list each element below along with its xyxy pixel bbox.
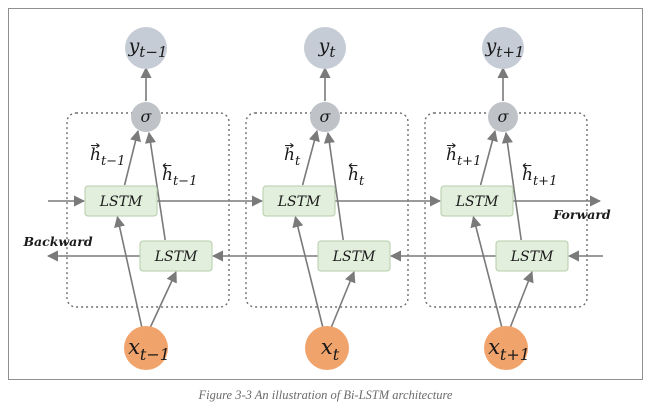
backward-state-label-1: ht−1 [162, 165, 197, 189]
input-label-3: xt+1 [488, 335, 530, 364]
output-node-1 [125, 27, 167, 69]
backward-to-sigma-arrow-3 [501, 131, 522, 241]
forward-lstm-cell-2 [262, 185, 336, 217]
sigma-label-3: σ [498, 107, 510, 126]
backward-to-sigma-arrow-2 [323, 131, 344, 241]
input-to-backward-arrow-1 [149, 270, 177, 329]
sigma-node-1 [131, 102, 161, 132]
sigma-node-2 [310, 102, 340, 132]
backward-direction-label: Backward [22, 234, 92, 249]
input-to-forward-arrow-2 [292, 215, 324, 329]
sigma-node-3 [488, 102, 518, 132]
forward-lstm-label-3: LSTM [455, 194, 499, 210]
sigma-label-2: σ [320, 107, 332, 126]
forward-lstm-label-1: LSTM [99, 194, 143, 210]
input-to-forward-arrow-3 [470, 215, 503, 329]
backward-lstm-label-3: LSTM [510, 249, 554, 265]
forward-state-label-2: ht [284, 145, 301, 169]
input-node-3 [484, 326, 528, 370]
forward-state-label-3: ht+1 [446, 145, 481, 169]
output-label-1: yt−1 [128, 35, 168, 61]
forward-lstm-label-2: LSTM [277, 194, 321, 210]
backward-to-sigma-arrow-1 [144, 131, 166, 241]
input-to-forward-arrow-1 [114, 215, 143, 329]
backward-lstm-label-2: LSTM [332, 249, 376, 265]
input-to-backward-arrow-2 [330, 270, 356, 329]
output-node-3 [482, 27, 524, 69]
forward-to-sigma-arrow-1 [123, 129, 142, 186]
forward-lstm-cell-1 [84, 185, 158, 217]
backward-lstm-cell-2 [317, 240, 391, 272]
forward-state-label-1: ht−1 [90, 145, 125, 169]
backward-state-label-2: ht [348, 165, 365, 189]
figure-caption: Figure 3-3 An illustration of Bi-LSTM ar… [198, 388, 453, 402]
input-node-1 [124, 326, 168, 370]
output-label-3: yt+1 [485, 35, 525, 61]
forward-direction-label: Forward [552, 207, 611, 222]
backward-state-label-3: ht+1 [522, 165, 557, 189]
backward-lstm-cell-1 [139, 240, 213, 272]
backward-lstm-label-1: LSTM [154, 249, 198, 265]
backward-lstm-cell-3 [495, 240, 569, 272]
output-label-2: yt [318, 35, 337, 61]
input-to-backward-arrow-3 [509, 270, 534, 329]
forward-lstm-cell-3 [440, 185, 514, 217]
forward-to-sigma-arrow-2 [301, 129, 320, 186]
forward-to-sigma-arrow-3 [479, 129, 498, 186]
input-label-2: xt [321, 335, 340, 364]
sigma-label-1: σ [141, 107, 153, 126]
input-node-2 [305, 326, 349, 370]
output-node-2 [304, 27, 346, 69]
figure-frame [8, 8, 643, 380]
input-label-1: xt−1 [128, 335, 170, 364]
